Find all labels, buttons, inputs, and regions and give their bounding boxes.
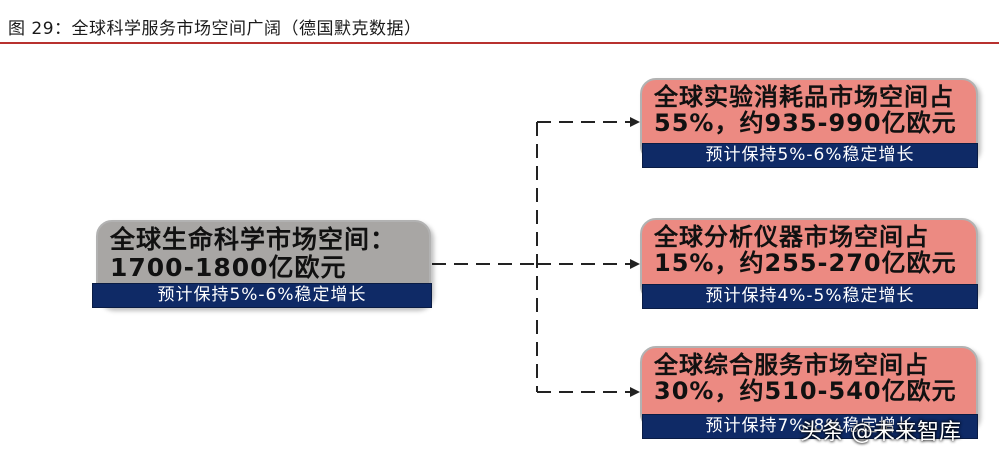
- figure-title: 图 29：全球科学服务市场空间广阔（德国默克数据）: [8, 19, 422, 39]
- watermark: 头条 @未来智库: [800, 420, 961, 445]
- consumables-growth-bar: 预计保持5%-6%稳定增长: [642, 143, 978, 168]
- services-growth-bar: 预计保持7%-8%稳定增长: [642, 414, 978, 439]
- life-science-market-label: 全球生命科学市场空间：1700-1800亿欧元: [110, 225, 397, 282]
- consumables-market-label: 全球实验消耗品市场空间占55%，约935-990亿欧元: [654, 83, 957, 138]
- instruments-market-label: 全球分析仪器市场空间占15%，约255-270亿欧元: [654, 223, 957, 278]
- life-science-growth-bar: 预计保持5%-6%稳定增长: [92, 283, 432, 308]
- services-market-label: 全球综合服务市场空间占30%，约510-540亿欧元: [654, 351, 957, 406]
- instruments-growth-bar: 预计保持4%-5%稳定增长: [642, 284, 978, 309]
- title-divider: [0, 42, 999, 44]
